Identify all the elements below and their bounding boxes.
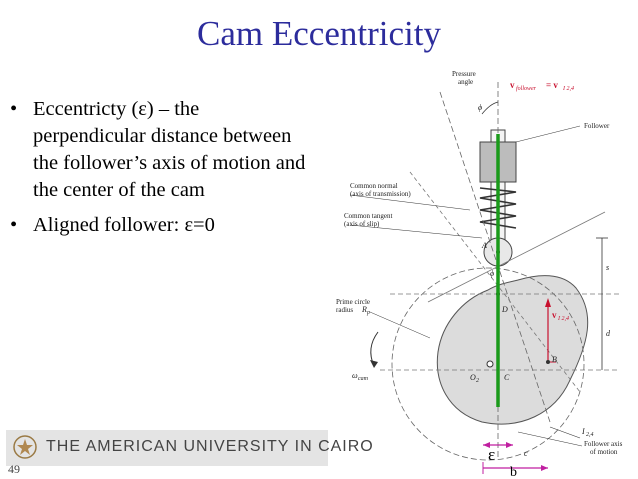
common-normal-line bbox=[409, 171, 581, 393]
label-v-i24: v bbox=[552, 310, 557, 320]
label-omega: ω bbox=[352, 371, 358, 380]
label-prime-circle-1: Prime circle bbox=[336, 298, 370, 306]
cam-profile bbox=[436, 275, 589, 425]
label-prime-circle-2: radius bbox=[336, 306, 353, 314]
cam-diagram: Pressure angle ϕ v follower = v I 2,4 Fo… bbox=[336, 70, 623, 479]
label-d: d bbox=[606, 329, 611, 338]
label-v-follower-eq: = v bbox=[546, 80, 558, 90]
label-pressure-angle-2: angle bbox=[458, 78, 473, 86]
point-b bbox=[546, 360, 550, 364]
label-epsilon: ε bbox=[488, 445, 495, 464]
bullet-aligned-follower: Aligned follower: ε=0 bbox=[8, 212, 308, 239]
label-point-b: B bbox=[552, 355, 557, 364]
prime-circle bbox=[391, 267, 585, 461]
label-s: s bbox=[606, 263, 609, 272]
label-i24-sub: 2,4 bbox=[586, 431, 594, 438]
label-v-i24-sub: I 2,4 bbox=[557, 315, 569, 322]
label-phi-roller: ϕ bbox=[490, 269, 494, 278]
label-v-follower-sub: follower bbox=[516, 85, 537, 92]
bullet-list: Eccentricty (ε) – the perpendicular dist… bbox=[8, 96, 308, 247]
label-point-a: A bbox=[481, 241, 487, 250]
label-point-c: C bbox=[504, 373, 510, 382]
label-common-normal-1: Common normal bbox=[350, 182, 398, 190]
bullet-eccentricity: Eccentricty (ε) – the perpendicular dist… bbox=[8, 96, 308, 204]
label-rp: R bbox=[361, 305, 367, 314]
label-v-follower: v bbox=[510, 80, 515, 90]
label-pressure-angle-1: Pressure bbox=[452, 70, 476, 78]
pressure-angle-line bbox=[439, 91, 551, 423]
label-phi-top: ϕ bbox=[478, 103, 482, 112]
label-c: c bbox=[524, 449, 528, 458]
common-tangent-line bbox=[427, 211, 606, 303]
label-common-tangent-2: (axis of slip) bbox=[344, 220, 380, 228]
label-follower-axis-1: Follower axis bbox=[584, 440, 623, 448]
page-number: 49 bbox=[8, 462, 20, 476]
label-v-follower-eq-sub: I 2,4 bbox=[562, 85, 574, 92]
auc-seal-icon bbox=[13, 435, 37, 459]
label-follower-axis-2: of motion bbox=[590, 448, 618, 456]
label-common-normal-2: (axis of transmission) bbox=[350, 190, 411, 198]
label-i24: I bbox=[581, 427, 585, 436]
label-common-tangent-1: Common tangent bbox=[344, 212, 392, 220]
university-name: THE AMERICAN UNIVERSITY IN CAIRO bbox=[46, 438, 374, 455]
university-footer: THE AMERICAN UNIVERSITY IN CAIRO bbox=[6, 430, 373, 466]
label-rp-sub: p bbox=[366, 310, 370, 316]
slide-title: Cam Eccentricity bbox=[197, 14, 441, 53]
label-point-o2-sub: 2 bbox=[476, 378, 479, 384]
label-point-o2: O bbox=[470, 373, 476, 382]
label-point-d: D bbox=[501, 305, 508, 314]
label-follower: Follower bbox=[584, 122, 610, 130]
point-o2 bbox=[486, 360, 494, 368]
label-omega-sub: cam bbox=[358, 376, 369, 382]
label-b: b bbox=[510, 465, 517, 479]
